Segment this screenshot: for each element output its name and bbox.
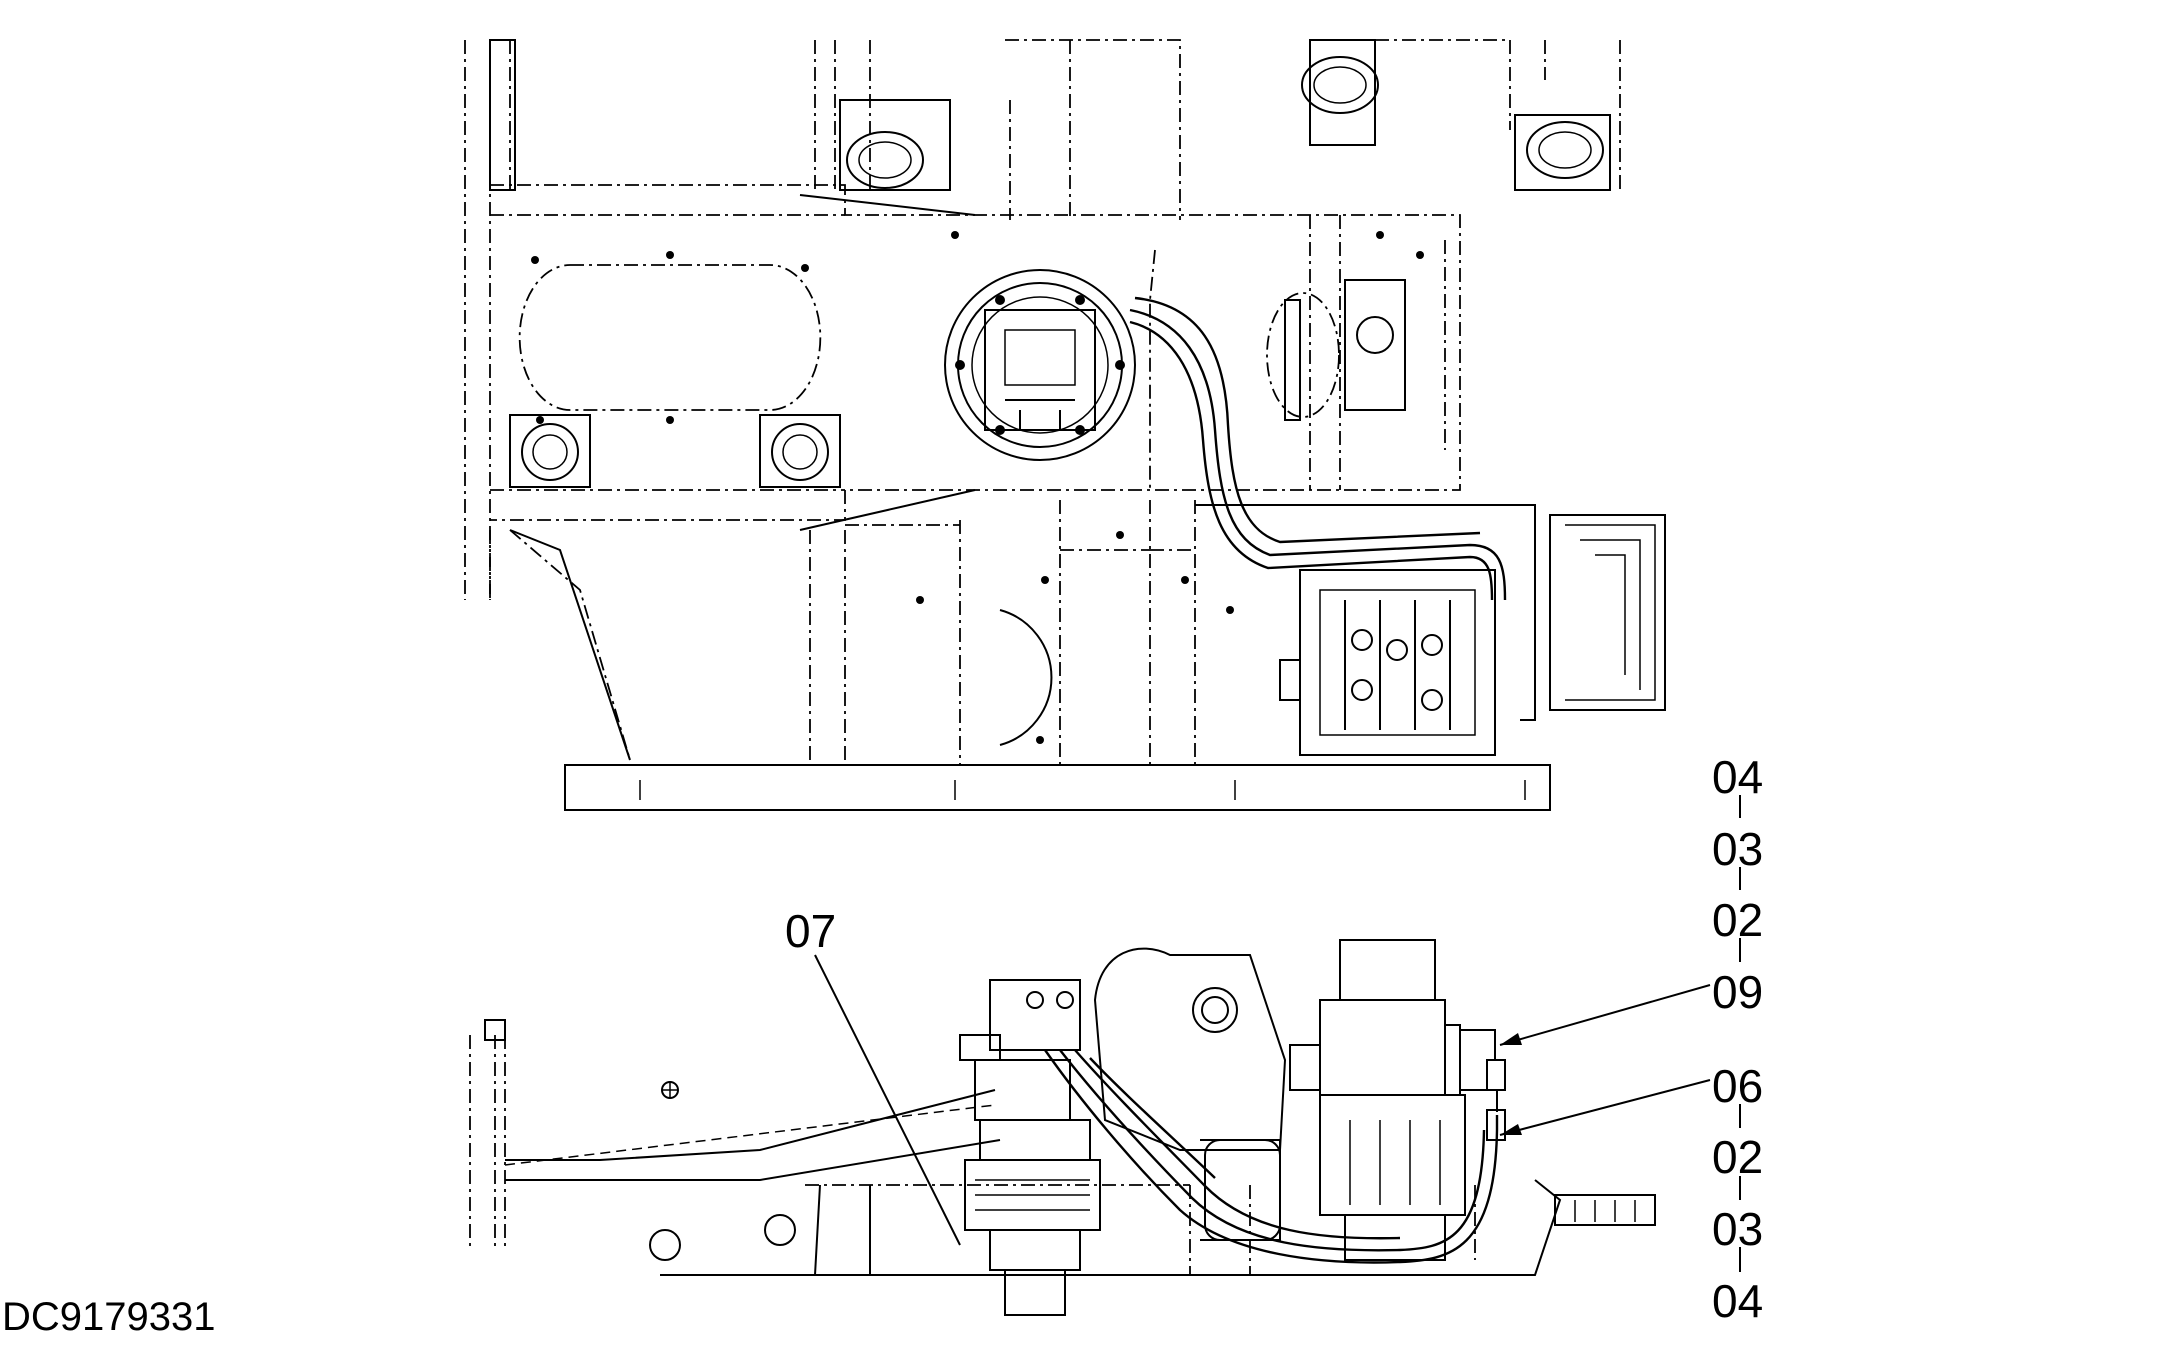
callout-label-04: 04 bbox=[1712, 1275, 1763, 1327]
control-valve-side bbox=[1289, 939, 1466, 1261]
callout-label-07: 07 bbox=[785, 905, 836, 957]
swing-motor-plan bbox=[944, 269, 1136, 461]
side-view-frame bbox=[469, 939, 1656, 1316]
callout-label-02: 02 bbox=[1712, 894, 1763, 946]
callout-label-03: 03 bbox=[1712, 1203, 1763, 1255]
top-view-frame bbox=[464, 39, 1666, 811]
callout-label-09: 09 bbox=[1712, 966, 1763, 1018]
swing-motor-side bbox=[959, 979, 1101, 1316]
callout-label-02: 02 bbox=[1712, 1131, 1763, 1183]
bolt-dots bbox=[531, 231, 1424, 744]
grille bbox=[1549, 514, 1666, 711]
callout-label-04: 04 bbox=[1712, 751, 1763, 803]
hoses-side bbox=[1044, 1029, 1506, 1264]
hoses-plan bbox=[1129, 249, 1507, 601]
drawing-code: DC9179331 bbox=[2, 1295, 216, 1339]
callout-label-06: 06 bbox=[1712, 1060, 1763, 1112]
control-valve-plan bbox=[1279, 569, 1496, 756]
callout-label-03: 03 bbox=[1712, 823, 1763, 875]
leader-lines bbox=[814, 795, 1741, 1272]
